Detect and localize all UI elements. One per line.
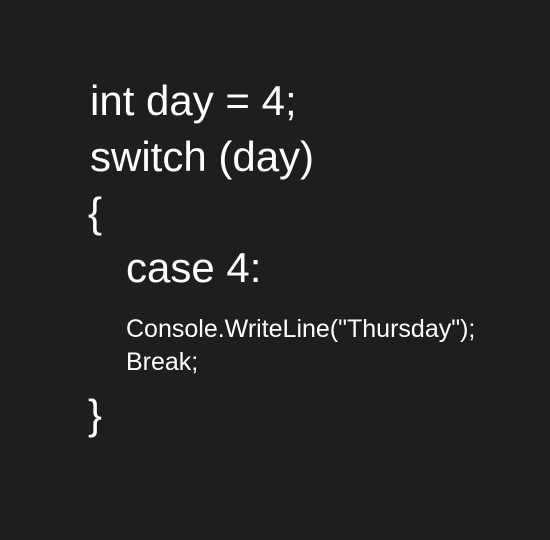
code-line-writeline: Console.WriteLine("Thursday"); <box>126 315 476 343</box>
code-line-open-brace: { <box>88 189 103 236</box>
code-line-case: case 4: <box>126 244 262 291</box>
code-line-close-brace: } <box>88 391 103 438</box>
code-line-switch: switch (day) <box>90 133 315 180</box>
code-line-declaration: int day = 4; <box>90 77 297 124</box>
code-line-break: Break; <box>126 348 199 376</box>
